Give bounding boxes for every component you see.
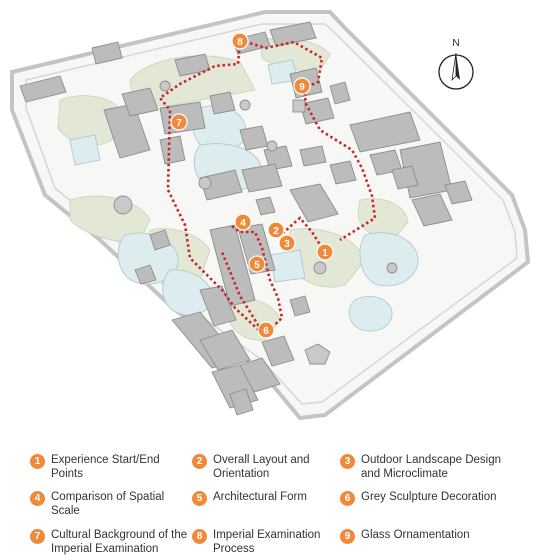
legend-item: 9 Glass Ornamentation: [340, 528, 511, 544]
legend-label: Cultural Background of the Imperial Exam…: [51, 529, 188, 555]
marker-3: 3: [278, 234, 296, 252]
site-map: 1 2 3 4 5 6 7 8 9: [10, 10, 531, 421]
compass-icon: [438, 52, 474, 90]
legend-label: Architectural Form: [213, 491, 307, 503]
legend-label: Overall Layout and Orientation: [213, 454, 310, 480]
legend-marker: 6: [340, 491, 355, 506]
marker-7: 7: [170, 113, 188, 131]
legend-item: 3 Outdoor Landscape Design and Microclim…: [340, 453, 511, 481]
svg-text:2: 2: [273, 226, 279, 237]
route-markers: 1 2 3 4 5 6 7 8 9: [170, 32, 334, 339]
svg-text:4: 4: [240, 218, 246, 229]
legend-marker: 7: [30, 529, 45, 544]
tour-route: [158, 38, 377, 336]
legend-marker: 3: [340, 454, 355, 469]
legend-item: 1 Experience Start/End Points: [30, 453, 181, 481]
legend-marker: 2: [192, 454, 207, 469]
legend-marker: 1: [30, 454, 45, 469]
legend-label: Outdoor Landscape Design and Microclimat…: [361, 454, 502, 480]
legend: 1 Experience Start/End Points 2 Overall …: [0, 440, 550, 560]
legend-label: Glass Ornamentation: [361, 529, 470, 541]
legend-label: Comparison of Spatial Scale: [51, 491, 165, 517]
svg-text:5: 5: [254, 260, 260, 271]
svg-text:8: 8: [237, 37, 243, 48]
legend-item: 7 Cultural Background of the Imperial Ex…: [30, 528, 191, 556]
legend-marker: 4: [30, 491, 45, 506]
svg-text:3: 3: [284, 239, 290, 250]
svg-text:7: 7: [176, 118, 182, 129]
buildings: [19, 21, 473, 416]
legend-label: Grey Sculpture Decoration: [361, 491, 497, 503]
legend-item: 4 Comparison of Spatial Scale: [30, 490, 181, 518]
legend-item: 5 Architectural Form: [192, 490, 343, 506]
north-arrow: N: [436, 38, 476, 92]
svg-text:1: 1: [322, 248, 328, 259]
marker-2: 2: [267, 221, 285, 239]
marker-6: 6: [257, 321, 275, 339]
legend-label: Imperial Examination Process: [213, 529, 321, 555]
svg-text:9: 9: [299, 82, 305, 93]
legend-marker: 5: [192, 491, 207, 506]
legend-item: 2 Overall Layout and Orientation: [192, 453, 343, 481]
legend-label: Experience Start/End Points: [51, 454, 160, 480]
legend-item: 8 Imperial Examination Process: [192, 528, 333, 556]
marker-8: 8: [231, 32, 249, 50]
svg-text:6: 6: [263, 326, 269, 337]
legend-marker: 8: [192, 529, 207, 544]
legend-item: 6 Grey Sculpture Decoration: [340, 490, 511, 506]
legend-marker: 9: [340, 529, 355, 544]
pavilions: [113, 80, 398, 365]
marker-9: 9: [293, 77, 311, 95]
marker-5: 5: [248, 255, 266, 273]
marker-4: 4: [234, 213, 252, 231]
north-label: N: [452, 38, 460, 49]
marker-1: 1: [316, 243, 334, 261]
